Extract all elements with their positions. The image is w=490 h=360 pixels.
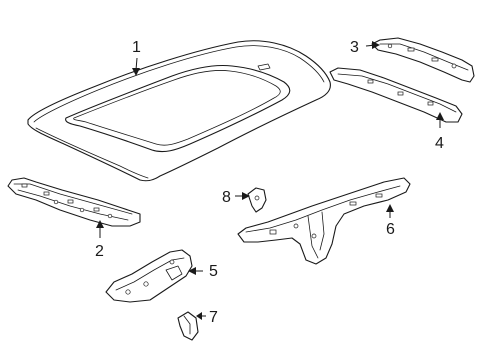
front-header-bow bbox=[7, 177, 141, 227]
callout-7: 7 bbox=[209, 309, 218, 326]
callout-8: 8 bbox=[222, 189, 231, 206]
leader-lines bbox=[96, 41, 444, 320]
callout-4: 4 bbox=[435, 135, 444, 152]
callout-3: 3 bbox=[350, 39, 359, 56]
callout-6: 6 bbox=[386, 221, 395, 238]
small-bracket bbox=[177, 311, 199, 341]
inner-side-rail bbox=[237, 177, 411, 265]
callout-5: 5 bbox=[209, 263, 218, 280]
callout-1: 1 bbox=[132, 39, 141, 56]
roof-panel bbox=[27, 40, 331, 182]
callout-2: 2 bbox=[95, 243, 104, 260]
side-rail-bracket bbox=[105, 249, 193, 303]
clip-bracket bbox=[247, 187, 267, 213]
rear-header-upper bbox=[371, 37, 475, 83]
callout-labels: 1 2 3 4 5 6 7 8 bbox=[95, 39, 444, 326]
rear-header-lower bbox=[329, 67, 463, 123]
